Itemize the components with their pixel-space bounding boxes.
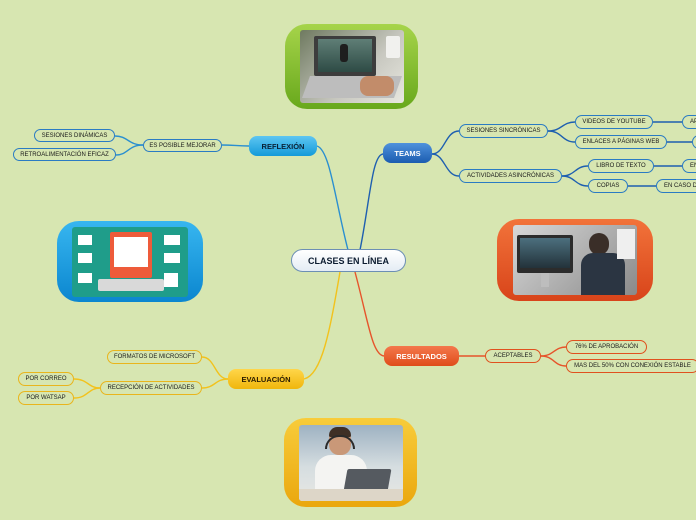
node-enlaces-web[interactable]: ENLACES A PÁGINAS WEB	[575, 135, 667, 149]
node-76-aprobacion[interactable]: 76% DE APROBACIÓN	[566, 340, 647, 354]
node-recepcion-actividades[interactable]: RECEPCIÓN DE ACTIVIDADES	[100, 381, 202, 395]
node-ap[interactable]: AP	[682, 115, 696, 129]
node-videos-youtube[interactable]: VIDEOS DE YOUTUBE	[575, 115, 653, 129]
branch-reflexion[interactable]: REFLEXIÓN	[249, 136, 317, 156]
e-learning-illustration	[72, 226, 188, 297]
video-call-photo	[513, 225, 637, 295]
node-por-watsap[interactable]: POR WATSAP	[18, 391, 74, 405]
branch-evaluacion[interactable]: EVALUACIÓN	[228, 369, 304, 389]
node-libro-texto[interactable]: LIBRO DE TEXTO	[588, 159, 654, 173]
node-formatos-microsoft[interactable]: FORMATOS DE MICROSOFT	[107, 350, 202, 364]
node-retroalimentacion[interactable]: RETROALIMENTACIÓN EFICAZ	[13, 148, 116, 161]
node-en[interactable]: EN	[682, 159, 696, 173]
central-topic[interactable]: CLASES EN LÍNEA	[291, 249, 406, 272]
branch-teams[interactable]: TEAMS	[383, 143, 432, 163]
node-sesiones-sincronicas[interactable]: SESIONES SINCRÓNICAS	[459, 124, 548, 138]
node-en-caso[interactable]: EN CASO D	[656, 179, 696, 193]
node-sesiones-dinamicas[interactable]: SESIONES DINÁMICAS	[34, 129, 115, 142]
left-image-frame	[57, 221, 203, 302]
node-actividades-asincronicas[interactable]: ACTIVIDADES ASINCRÓNICAS	[459, 169, 562, 183]
laptop-classroom-photo	[299, 30, 404, 103]
node-aceptables[interactable]: ACEPTABLES	[485, 349, 541, 363]
branch-resultados[interactable]: RESULTADOS	[384, 346, 459, 366]
student-headphones-photo	[298, 424, 403, 501]
node-es-posible-mejorar[interactable]: ES POSIBLE MEJORAR	[143, 139, 222, 152]
right-image-frame	[497, 219, 653, 301]
top-image-frame	[285, 24, 418, 109]
node-conexion-estable[interactable]: MAS DEL 50% CON CONEXIÓN ESTABLE	[566, 359, 696, 373]
node-copias[interactable]: COPIAS	[588, 179, 628, 193]
bottom-image-frame	[284, 418, 417, 507]
node-por-correo[interactable]: POR CORREO	[18, 372, 74, 386]
